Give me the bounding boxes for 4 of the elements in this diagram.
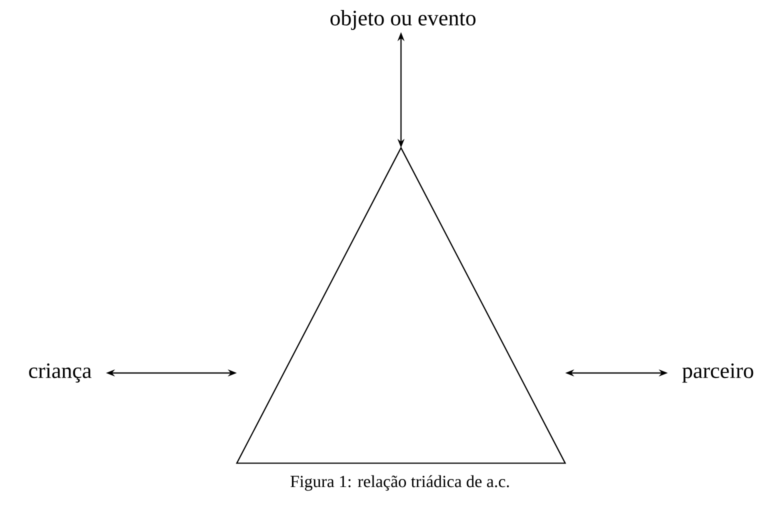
caption: Figura 1: relação triádica de a.c. [290,475,509,491]
node-label: criança [29,363,92,383]
node-label: parceiro [682,363,754,383]
node-label: objeto ou evento [330,10,476,30]
